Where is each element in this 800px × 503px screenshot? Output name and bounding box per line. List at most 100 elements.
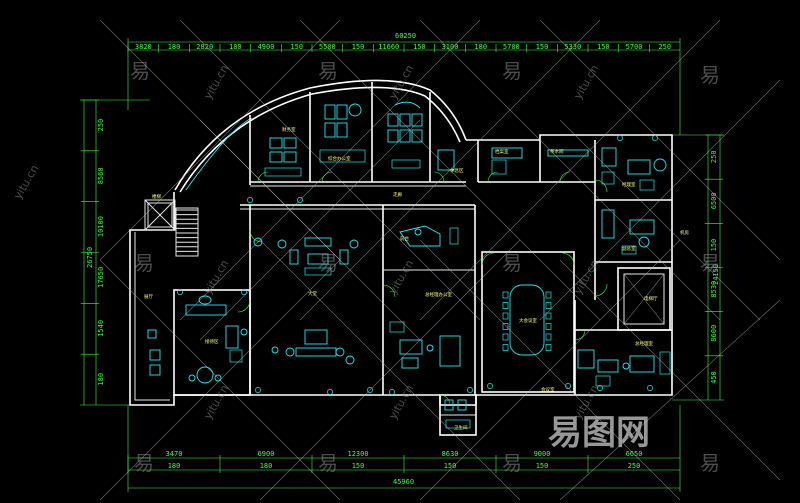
- room-label-gm-room: 总经理室: [635, 340, 653, 347]
- conference-chair: [502, 333, 509, 341]
- top-dimension-segment-5: 150: [290, 43, 303, 51]
- deputy-room-desk: [601, 209, 655, 255]
- room-label-corridor: 走廊: [393, 191, 402, 198]
- top-dimension-segment-7: 150: [352, 43, 365, 51]
- top-dimension-segment-17: 250: [658, 43, 671, 51]
- left-dimension-segment-0: 250: [97, 119, 105, 132]
- room-label-toilet: 卫生间: [454, 424, 468, 431]
- top-dimension-segment-2: 2820: [196, 43, 213, 51]
- room-label-showroom: 展厅: [144, 294, 153, 300]
- watermark-diagonal: [539, 19, 781, 261]
- room-label-elevator: 电梯厅: [644, 295, 658, 302]
- left-dimension-segment-2: 10100: [97, 216, 105, 237]
- watermark-domain: yitu.cn: [201, 383, 231, 422]
- room-label-manager: 经理室: [622, 181, 636, 188]
- room-label-office: 综合办公室: [328, 155, 351, 162]
- watermark-diagonal: [559, 119, 761, 321]
- watermark-diagonal: [559, 299, 781, 501]
- lower-sofa-set: [271, 329, 355, 365]
- room-label-finance: 财务室: [282, 126, 296, 133]
- top-dimension-segment-9: 150: [413, 43, 426, 51]
- watermark-glyph: 易: [502, 59, 522, 83]
- left-office-furniture: [147, 295, 248, 384]
- left-dimension-segment-4: 1540: [97, 320, 105, 337]
- office-desks-cluster-b: [387, 101, 423, 169]
- plant-pot: [177, 289, 183, 295]
- watermark-domain: yitu.cn: [571, 258, 601, 297]
- right-dimension-segment-5: 450: [710, 371, 718, 384]
- general-manager-desk: [389, 321, 461, 369]
- watermark-domain: yitu.cn: [11, 163, 41, 202]
- reception-counter: [399, 225, 459, 247]
- exterior-walls: [129, 79, 673, 406]
- conference-chair: [545, 312, 552, 320]
- watermark-glyph: 易: [318, 251, 338, 275]
- watermark-domain: yitu.cn: [201, 63, 231, 102]
- conference-chair: [545, 323, 552, 330]
- watermark-lines: [99, 19, 781, 501]
- right-dimension-segment-3: 8530: [710, 281, 718, 298]
- staircase: [175, 207, 199, 257]
- watermark-glyph: 易: [502, 451, 522, 475]
- plant-pot: [652, 135, 658, 141]
- watermark-domain: yitu.cn: [386, 383, 416, 422]
- right-dimension-segment-1: 6500: [710, 192, 718, 209]
- bottom-lower-segment-0: 180: [168, 462, 181, 470]
- plant-pot: [617, 135, 623, 141]
- conference-chair: [502, 312, 509, 320]
- watermark-diagonal: [559, 259, 781, 481]
- watermark-diagonal: [259, 239, 521, 501]
- office-desks-cluster-a: [319, 103, 366, 163]
- conference-chair: [502, 291, 509, 299]
- top-dimension-segment-11: 180: [474, 43, 487, 51]
- finance-room-desks: [264, 137, 302, 177]
- plant-pot: [565, 383, 571, 389]
- plant-pot: [327, 389, 333, 395]
- right-dimension-segment-4: 8600: [710, 325, 718, 342]
- room-label-tea: 茶水间: [550, 148, 564, 155]
- room-label-hall: 大堂: [308, 290, 317, 297]
- bottom-lower-segment-3: 150: [444, 462, 457, 470]
- right-dimension-segment-2: 150: [710, 239, 718, 252]
- top-total-dimension: 60250: [395, 32, 416, 40]
- bottom-lower-segment-1: 180: [260, 462, 273, 470]
- top-dimension-segment-10: 3100: [442, 43, 459, 51]
- room-label-boardroom: 大会议室: [519, 317, 537, 324]
- plant-pot: [241, 289, 247, 295]
- furniture: [147, 101, 671, 429]
- watermark-diagonal: [539, 79, 781, 321]
- top-dimension-segment-16: 5700: [626, 43, 643, 51]
- left-dimension-segment-5: 180: [97, 373, 105, 386]
- plant-pot: [255, 387, 261, 393]
- top-dimension-segment-4: 4900: [258, 43, 275, 51]
- watermark-glyph: 易: [134, 251, 154, 275]
- watermark-glyph: 易: [134, 451, 154, 475]
- right-total-dimension: 24150: [712, 264, 720, 285]
- bottom-lower-segment-2: 150: [352, 462, 365, 470]
- room-label-stair: 楼梯: [152, 193, 161, 200]
- watermark-glyph: 易: [502, 251, 522, 275]
- room-label-front-desk: 前台: [400, 235, 409, 242]
- lobby-sofa-set: [253, 237, 359, 276]
- watermark-domain: yitu.cn: [386, 258, 416, 297]
- bottom-lower-segment-4: 150: [536, 462, 549, 470]
- room-label-reception: 接待区: [205, 338, 219, 345]
- left-dimension-segment-1: 8560: [97, 167, 105, 184]
- watermark-glyph: 易: [700, 451, 720, 475]
- plant-pot: [247, 197, 253, 203]
- plant-pot: [297, 197, 303, 203]
- conference-chair: [545, 302, 552, 309]
- conference-chair: [545, 291, 552, 299]
- watermark-diagonal: [179, 19, 481, 321]
- conference-chair: [545, 333, 552, 341]
- plant-pot: [597, 385, 603, 391]
- room-label-machine: 机房: [680, 229, 689, 236]
- watermark-diagonal: [419, 19, 721, 321]
- bottom-upper-segment-3: 8630: [442, 450, 459, 458]
- top-dimension-segment-8: 11660: [378, 43, 399, 51]
- top-dimension-segment-0: 3820: [135, 43, 152, 51]
- left-total-dimension: 26750: [86, 247, 94, 268]
- watermark-domain: yitu.cn: [571, 63, 601, 102]
- bottom-upper-segment-4: 9000: [534, 450, 551, 458]
